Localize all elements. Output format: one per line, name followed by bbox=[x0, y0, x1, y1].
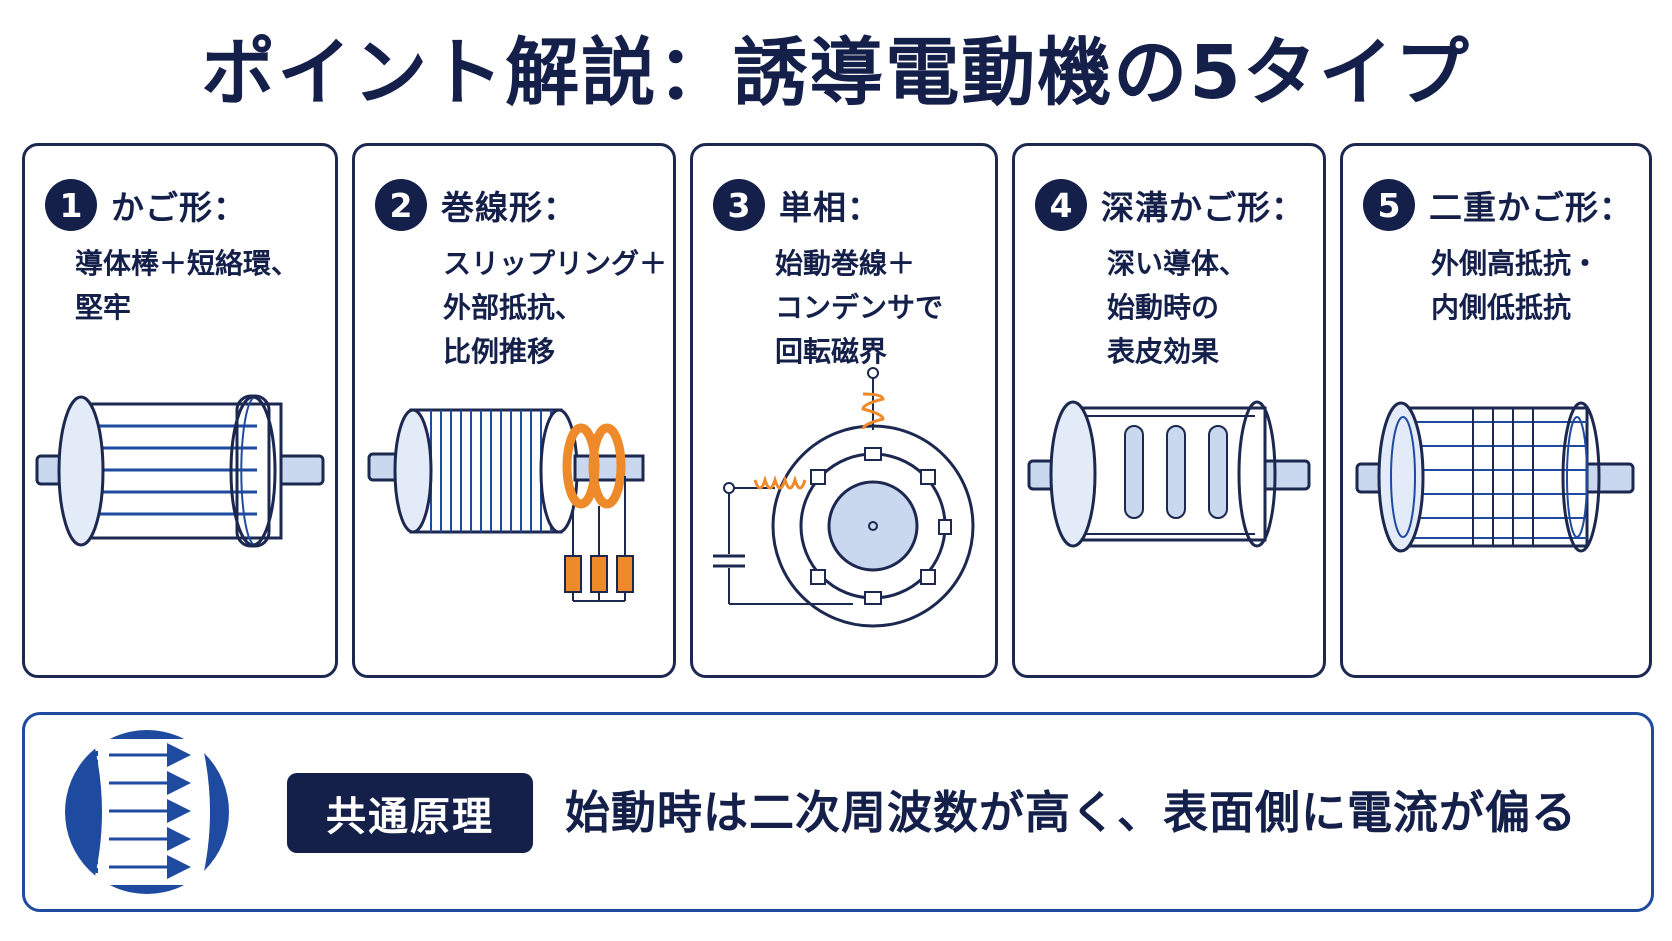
card-title: かご形： bbox=[111, 188, 247, 227]
principle-badge: 共通原理 bbox=[287, 773, 533, 853]
card-description: 外側高抵抗・ 内側低抵抗 bbox=[1431, 242, 1599, 330]
card-header: 2 巻線形： bbox=[375, 179, 577, 231]
squirrel-cage-rotor-icon bbox=[35, 394, 325, 548]
card-header: 3 単相： bbox=[713, 179, 881, 231]
card-squirrel-cage: 1 かご形： 導体棒＋短絡環、 堅牢 bbox=[22, 143, 338, 678]
principle-text: 始動時は二次周波数が高く、表面側に電流が偏る bbox=[565, 786, 1578, 839]
skin-effect-icon bbox=[65, 730, 229, 894]
description-line: 深い導体、 bbox=[1107, 247, 1248, 280]
card-header: 5 二重かご形： bbox=[1363, 179, 1633, 231]
card-description: 導体棒＋短絡環、 堅牢 bbox=[75, 242, 299, 330]
description-line: 外側高抵抗・ bbox=[1431, 247, 1600, 280]
description-line: 導体棒＋短絡環、 bbox=[75, 247, 300, 280]
description-line: 始動時の bbox=[1107, 291, 1220, 324]
card-double-cage: 5 二重かご形： 外側高抵抗・ 内側低抵抗 bbox=[1340, 143, 1652, 678]
card-wound-rotor: 2 巻線形： スリップリング＋ 外部抵抗、 比例推移 bbox=[352, 143, 676, 678]
description-line: 表皮効果 bbox=[1107, 335, 1220, 368]
page-title: ポイント解説：誘導電動機の5タイプ bbox=[201, 30, 1471, 116]
card-title: 深溝かご形： bbox=[1101, 188, 1305, 227]
description-line: スリップリング＋ bbox=[443, 247, 668, 280]
card-header: 4 深溝かご形： bbox=[1035, 179, 1305, 231]
description-line: 外部抵抗、 bbox=[443, 291, 584, 324]
double-cage-rotor-icon bbox=[1355, 401, 1635, 553]
description-line: 内側低抵抗 bbox=[1431, 291, 1572, 324]
card-single-phase: 3 単相： 始動巻線＋ コンデンサで 回転磁界 bbox=[690, 143, 998, 678]
description-line: 回転磁界 bbox=[775, 335, 888, 368]
card-title: 単相： bbox=[779, 188, 881, 227]
single-phase-stator-capacitor-icon bbox=[713, 367, 975, 628]
description-line: コンデンサで bbox=[775, 291, 944, 324]
number-badge: 2 bbox=[375, 179, 427, 231]
description-line: 堅牢 bbox=[75, 291, 132, 324]
card-description: 始動巻線＋ コンデンサで 回転磁界 bbox=[775, 242, 943, 374]
number-badge: 3 bbox=[713, 179, 765, 231]
card-title: 二重かご形： bbox=[1429, 188, 1633, 227]
wound-rotor-slip-ring-icon bbox=[367, 408, 645, 602]
common-principle-panel: 共通原理 始動時は二次周波数が高く、表面側に電流が偏る bbox=[22, 712, 1654, 912]
card-title: 巻線形： bbox=[441, 188, 577, 227]
number-badge: 4 bbox=[1035, 179, 1087, 231]
card-header: 1 かご形： bbox=[45, 179, 247, 231]
number-badge: 1 bbox=[45, 179, 97, 231]
card-description: 深い導体、 始動時の 表皮効果 bbox=[1107, 242, 1247, 374]
description-line: 比例推移 bbox=[443, 335, 556, 368]
description-line: 始動巻線＋ bbox=[775, 247, 916, 280]
deep-bar-rotor-icon bbox=[1027, 400, 1311, 548]
card-description: スリップリング＋ 外部抵抗、 比例推移 bbox=[443, 242, 667, 374]
card-deep-bar: 4 深溝かご形： 深い導体、 始動時の 表皮効果 bbox=[1012, 143, 1326, 678]
number-badge: 5 bbox=[1363, 179, 1415, 231]
